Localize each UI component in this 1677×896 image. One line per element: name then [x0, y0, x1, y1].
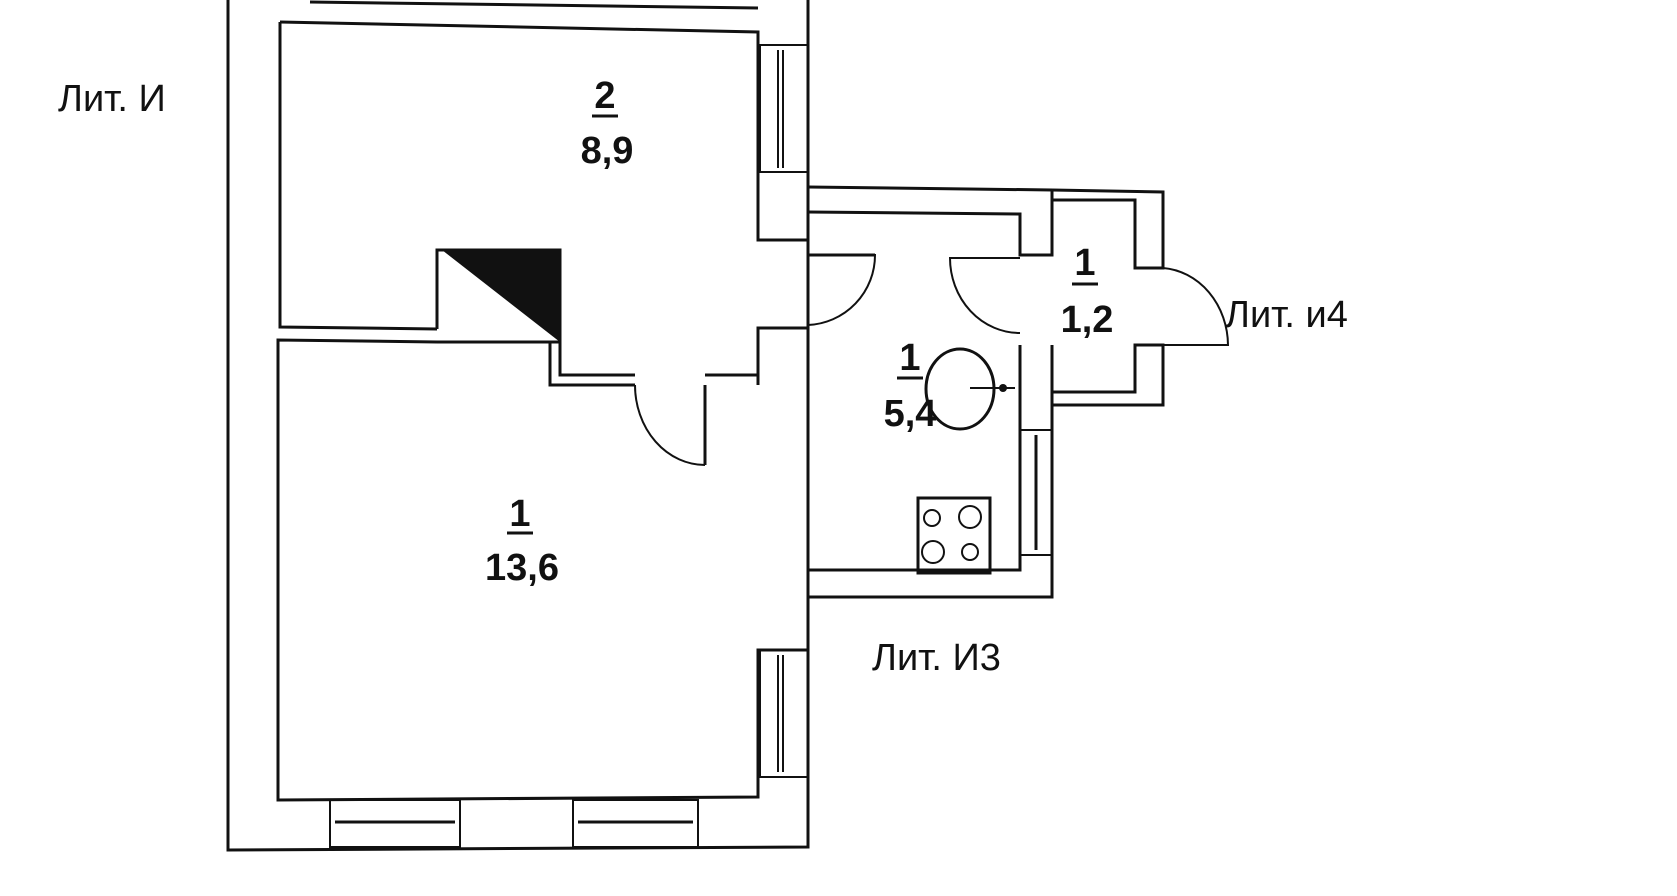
window: [759, 44, 809, 173]
sink-icon: [924, 347, 1015, 431]
room-number: 2: [594, 75, 615, 117]
room-area: 13,6: [485, 547, 559, 589]
door-swing: [1162, 267, 1230, 346]
room-area: 1,2: [1061, 299, 1114, 341]
label-lit-i: Лит. И: [58, 78, 166, 120]
main-building-walls: [226, 0, 810, 852]
room-area: 5,4: [884, 393, 937, 435]
stove-icon: [916, 496, 992, 575]
room-number: 1: [1074, 242, 1095, 284]
vestibule-walls: [1051, 188, 1230, 407]
window: [759, 649, 809, 778]
door-swing: [634, 384, 706, 466]
window: [1019, 429, 1053, 556]
door-swing: [948, 257, 1021, 334]
room-5-4: 1 5,4: [884, 337, 937, 435]
label-lit-i4: Лит. и4: [1225, 294, 1348, 336]
room-13-6: 1 13,6: [485, 493, 559, 589]
window: [572, 799, 699, 848]
extension-walls: [807, 185, 1054, 599]
window: [329, 799, 461, 848]
label-lit-i3: Лит. И3: [872, 637, 1001, 679]
door-swing: [807, 254, 877, 326]
room-8-9: 2 8,9: [581, 75, 634, 172]
room-number: 1: [899, 337, 920, 379]
stair-icon: [442, 250, 560, 342]
room-1-2: 1 1,2: [1061, 242, 1114, 341]
room-area: 8,9: [581, 130, 634, 172]
room-number: 1: [509, 493, 530, 535]
